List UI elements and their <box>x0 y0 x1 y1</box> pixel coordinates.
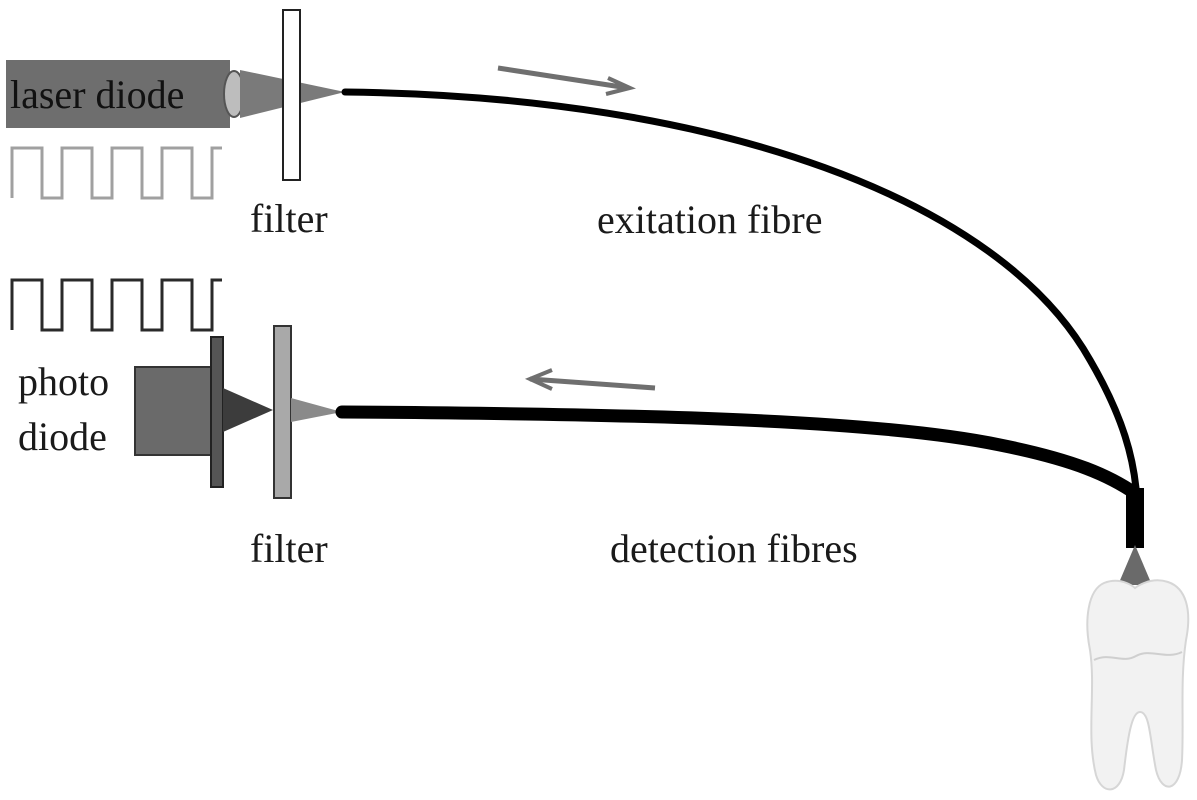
probe-tip <box>1126 488 1144 548</box>
detection-fibres <box>335 405 1143 501</box>
laser-diode-label: laser diode <box>10 72 184 117</box>
detection-filter <box>273 325 292 499</box>
probe-light-cone <box>1118 545 1152 585</box>
detection-filter-label: filter <box>250 526 328 571</box>
excitation-fibre <box>341 88 1140 492</box>
photodiode-body <box>134 366 212 456</box>
excitation-fibre-label: exitation fibre <box>597 197 822 242</box>
photodiode-label-line2: diode <box>18 414 107 459</box>
tooth-icon <box>1086 579 1190 791</box>
tooth-gumline <box>1093 651 1183 661</box>
detection-fibres-label: detection fibres <box>610 526 858 571</box>
photodiode-beam-cone <box>223 388 273 432</box>
detection-pulse-train <box>10 278 222 332</box>
photodiode-icon <box>134 336 273 488</box>
arrow-right-icon <box>497 65 637 96</box>
photodiode-label-line1: photo <box>18 359 109 404</box>
laser-pulse-train <box>10 146 222 200</box>
tooth-shape <box>1086 579 1190 791</box>
laser-diode-body <box>6 60 230 128</box>
arrow-left-icon <box>524 368 656 391</box>
excitation-filter <box>282 9 301 181</box>
photodiode-window <box>210 336 224 488</box>
excitation-filter-label: filter <box>250 196 328 241</box>
detection-beam-cone <box>291 398 342 422</box>
